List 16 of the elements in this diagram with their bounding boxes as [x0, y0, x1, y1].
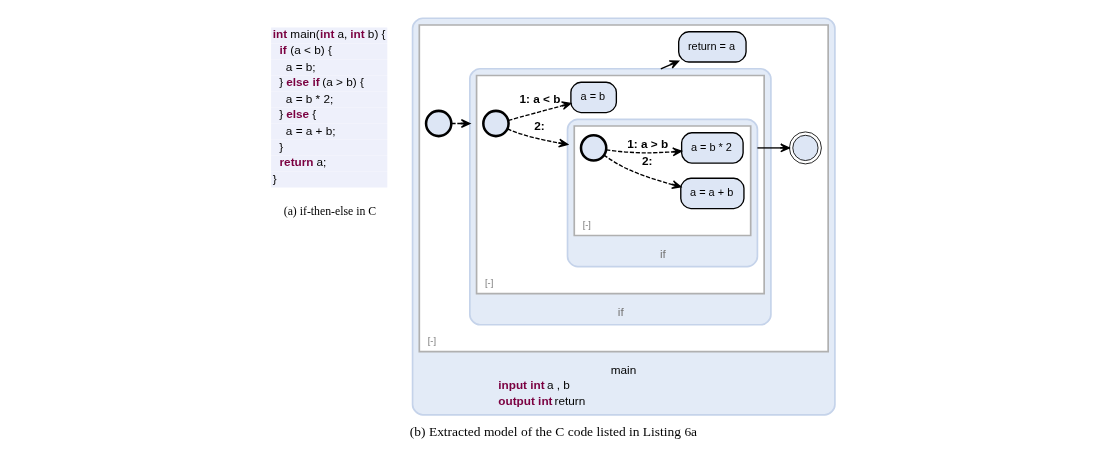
edge-label: 1: a < b [519, 91, 560, 105]
label: if (a < b) { [279, 42, 332, 56]
caption: (b) Extracted model of the C code listed in Listing 6a [409, 423, 697, 439]
label: a = b * 2; [285, 91, 333, 105]
edge-label: 2: [533, 118, 545, 132]
label: a = a + b; [285, 123, 336, 137]
label: } [278, 139, 283, 153]
label: } else if (a > b) { [278, 74, 364, 88]
edge-label: 2: [641, 153, 653, 167]
label: (a) if-then-else in C [283, 205, 376, 219]
label: } else { [278, 106, 316, 120]
edge-label: 1: a > b [626, 137, 668, 151]
label: a = b; [285, 59, 316, 73]
label: int main(int a, int b) { [272, 26, 386, 40]
label: return a; [279, 154, 326, 168]
label: } [272, 171, 277, 185]
